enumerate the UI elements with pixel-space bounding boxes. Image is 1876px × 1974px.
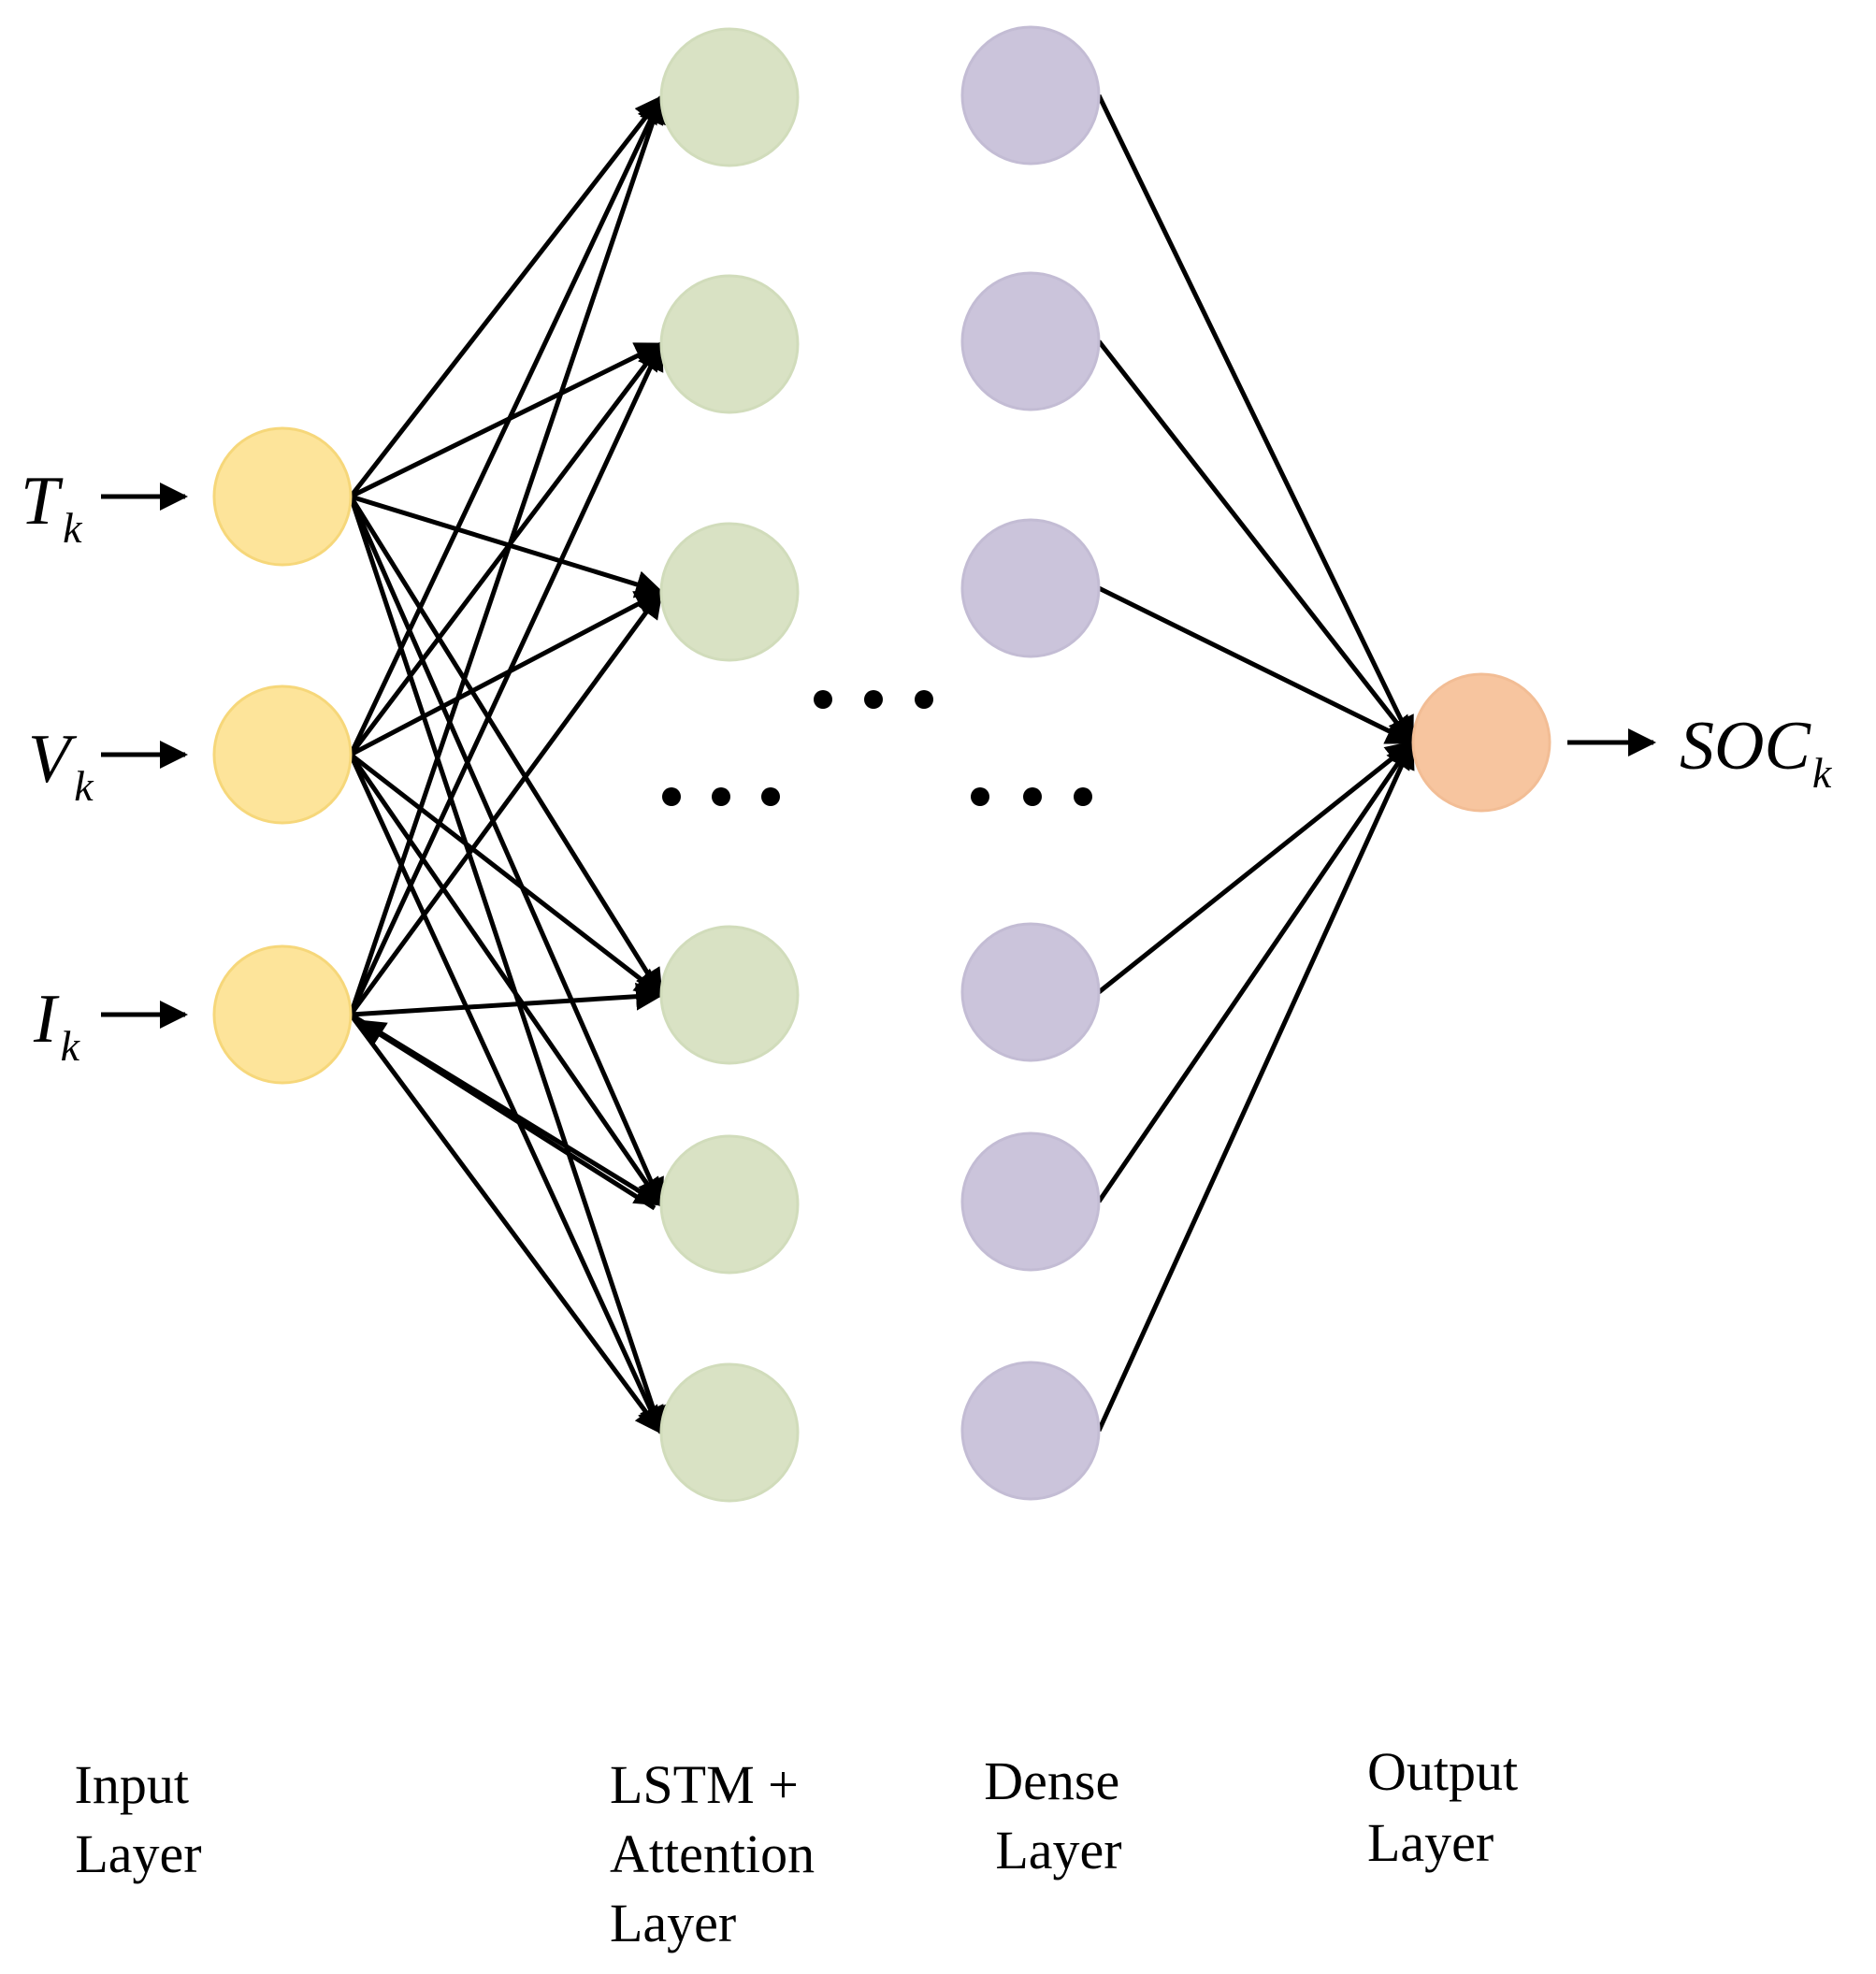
- input-node-i: [212, 944, 353, 1085]
- dense-node-5: [960, 1131, 1101, 1272]
- input-layer: [212, 426, 353, 1085]
- dense-layer: [960, 25, 1101, 1501]
- edge-input-1-lstm-3: [349, 753, 664, 997]
- edge-dense-1-output: [1097, 339, 1414, 745]
- lstm-node-6: [659, 1362, 800, 1503]
- output-label-soc: SOCk: [1680, 708, 1833, 797]
- edge-back-lstm-4-input-2: [356, 1018, 657, 1211]
- edge-input-1-lstm-2: [349, 589, 664, 757]
- edge-input-1-lstm-4: [348, 753, 664, 1207]
- ellipsis-lstm: [662, 787, 780, 806]
- lstm-node-1: [659, 27, 800, 167]
- edge-input-2-lstm-1: [348, 341, 664, 1016]
- lstm-node-3: [659, 522, 800, 662]
- edge-input-1-lstm-0: [348, 94, 664, 756]
- connections: [101, 94, 1656, 1435]
- edge-input-0-lstm-2: [350, 494, 664, 598]
- input-label-i: Ik: [33, 981, 81, 1070]
- input-label-t: Tk: [21, 463, 83, 552]
- ellipsis-dense: [971, 787, 1092, 806]
- edge-dense-5-output: [1096, 740, 1415, 1433]
- caption-dense-layer: Dense Layer: [984, 1751, 1133, 1880]
- dense-node-6: [960, 1361, 1101, 1501]
- edge-dense-3-output: [1097, 741, 1415, 994]
- edge-input-2-lstm-5: [348, 1013, 664, 1435]
- layer-captions: Input Layer LSTM + Attention Layer Dense…: [75, 1741, 1532, 1953]
- ellipsis-between: [814, 690, 933, 709]
- edge-input-0-lstm-0: [349, 94, 663, 498]
- lstm-node-4: [659, 925, 800, 1065]
- caption-output-layer: Output Layer: [1367, 1741, 1532, 1873]
- input-labels: Tk Vk Ik: [21, 463, 94, 1070]
- caption-lstm-attention-layer: LSTM + Attention Layer: [610, 1754, 829, 1953]
- input-node-v: [212, 684, 353, 825]
- edge-input-0-lstm-4: [348, 495, 664, 1207]
- dense-node-1: [960, 25, 1101, 166]
- lstm-attention-layer: [659, 27, 800, 1503]
- input-label-v: Vk: [28, 721, 94, 810]
- edge-input-2-lstm-0: [348, 94, 667, 1016]
- dense-node-2: [960, 271, 1101, 411]
- output-node: [1411, 672, 1551, 813]
- caption-input-layer: Input Layer: [75, 1754, 203, 1884]
- output-layer: [1411, 672, 1551, 813]
- dense-node-4: [960, 922, 1101, 1062]
- input-node-t: [212, 426, 353, 567]
- edge-input-2-lstm-3: [350, 982, 664, 1017]
- edge-input-0-lstm-3: [348, 495, 664, 998]
- dense-node-3: [960, 518, 1101, 658]
- ellipsis-dots: [662, 690, 1092, 806]
- edge-dense-4-output: [1096, 740, 1415, 1203]
- edge-input-2-lstm-2: [348, 589, 664, 1016]
- lstm-node-2: [659, 274, 800, 414]
- edge-dense-0-output: [1096, 94, 1415, 745]
- edge-input-0-lstm-1: [349, 341, 664, 499]
- lstm-node-5: [659, 1134, 800, 1275]
- edge-dense-2-output: [1097, 585, 1415, 745]
- edge-input-0-lstm-5: [348, 496, 667, 1435]
